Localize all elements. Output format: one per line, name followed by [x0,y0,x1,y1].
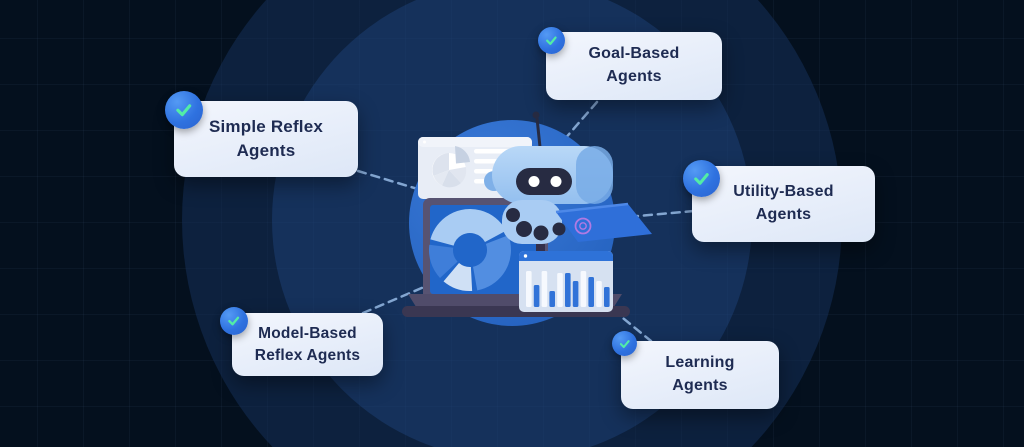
robot-illustration [402,111,652,326]
card-label-line: Agents [236,141,296,160]
robot-eye-right [550,176,562,187]
robot-icon [484,111,652,302]
connector-learning [600,299,653,343]
card-goal-based-agents: Goal-Based Agents [538,27,722,100]
card-label-line: Agents [672,377,728,394]
bars [526,271,610,307]
card-model-based-reflex-agents: Model-Based Reflex Agents [220,307,383,376]
card-label-line: Simple Reflex [208,116,324,136]
check-badge [538,27,565,54]
ai-chip-icon [574,217,592,235]
donut-chart-icon [429,209,512,291]
card-label-line: Utility-Based [733,183,834,201]
card-learning-agents: Learning Agents [612,331,779,409]
robot-eye-left [528,176,540,187]
card-label-line: Learning [665,354,735,372]
card-label-line: Agents [606,68,662,85]
check-icon [228,316,240,326]
check-icon [546,36,557,46]
connector-simple-reflex [356,169,423,192]
check-badge [612,331,637,356]
robot-hands [506,208,566,241]
check-badge [220,307,248,335]
card-utility-based-agents: Utility-Based Agents [683,160,875,242]
check-badge [165,91,203,129]
antenna-icon [532,111,540,119]
card-label-line: Reflex Agents [254,346,361,364]
connector-model-based [361,285,426,315]
card-simple-reflex-agents: Simple Reflex Agents [165,91,358,177]
robot-visor [516,168,572,195]
check-icon [619,339,630,348]
card-label-line: Model-Based [258,324,357,342]
bar-chart-icon [519,251,613,312]
card-label-line: Agents [755,206,812,223]
check-badge [683,160,720,197]
check-icon [176,104,192,117]
check-icon [694,173,709,185]
connector-goal-based [561,100,599,143]
card-label-line: Goal-Based [588,45,680,63]
robot-body [502,200,562,244]
